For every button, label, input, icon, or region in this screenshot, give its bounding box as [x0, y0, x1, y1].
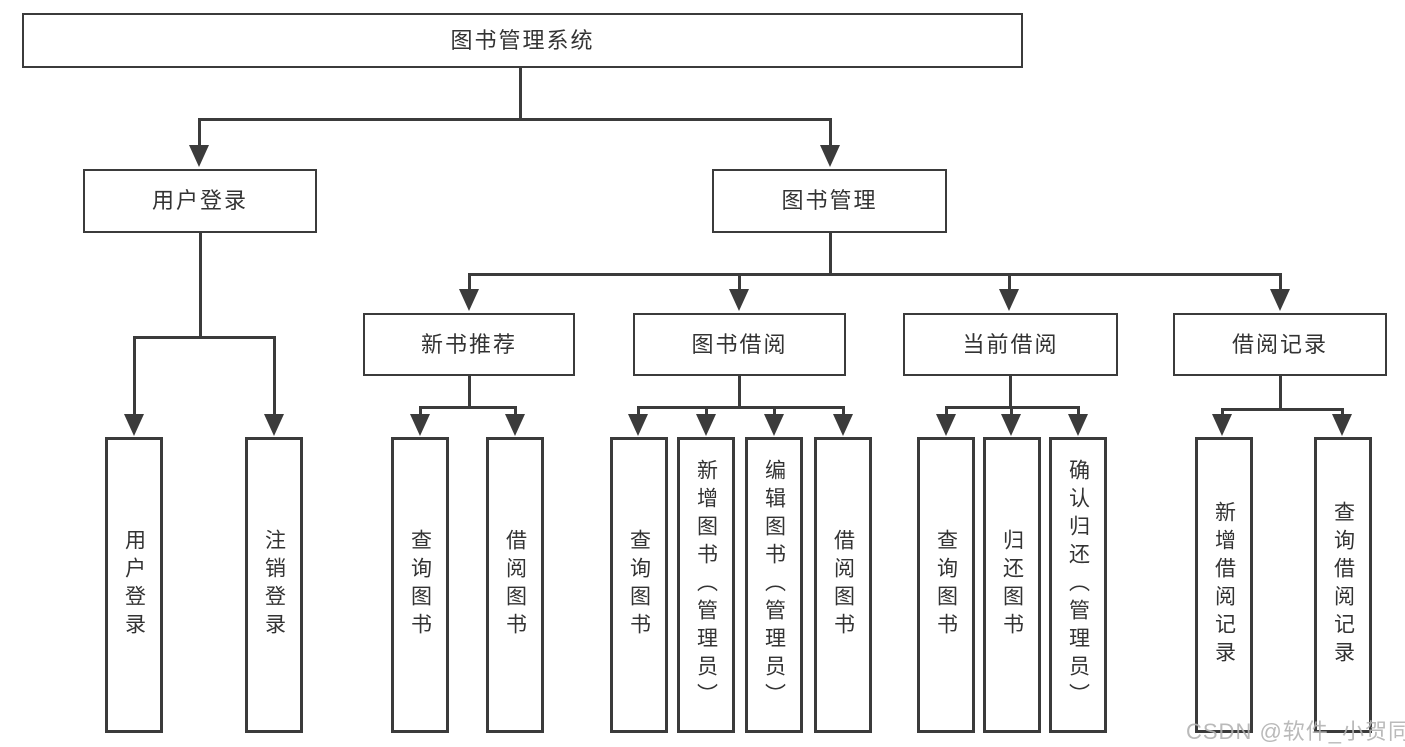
arrow-down-icon [764, 414, 784, 436]
node-query-books-borrow: 查询图书 [610, 437, 668, 733]
node-label-query-borrow-record: 查询借阅记录 [1331, 501, 1355, 669]
connector-drop-book-manage [1278, 274, 1282, 297]
connector-stem-book-borrow [737, 374, 741, 407]
node-label-query-books-borrow: 查询图书 [627, 529, 651, 641]
node-user-login-leaf: 用户登录 [105, 437, 163, 733]
node-label-borrow-records: 借阅记录 [1231, 331, 1328, 357]
arrow-down-icon [189, 145, 209, 167]
connector-drop-user-login [272, 337, 276, 422]
node-add-book-admin: 新增图书（管理员） [677, 437, 735, 733]
node-query-borrow-record: 查询借阅记录 [1314, 437, 1372, 733]
connector-bar-book-manage [467, 272, 1282, 276]
connector-drop-system-root [828, 119, 832, 153]
node-label-new-book-recommend: 新书推荐 [420, 331, 517, 357]
connector-stem-new-book-recommend [467, 374, 471, 407]
arrow-down-icon [1212, 414, 1232, 436]
node-label-current-borrow: 当前借阅 [962, 331, 1059, 357]
arrow-down-icon [729, 289, 749, 311]
arrow-down-icon [1270, 289, 1290, 311]
arrow-down-icon [1332, 414, 1352, 436]
arrow-down-icon [820, 145, 840, 167]
arrow-down-icon [936, 414, 956, 436]
node-label-return-book: 归还图书 [1000, 529, 1024, 641]
node-borrow-records: 借阅记录 [1173, 313, 1387, 376]
connector-bar-book-borrow [636, 405, 845, 409]
node-logout-leaf: 注销登录 [245, 437, 303, 733]
node-return-book: 归还图书 [983, 437, 1041, 733]
node-new-book-recommend: 新书推荐 [363, 313, 575, 376]
node-label-system-root: 图书管理系统 [450, 27, 595, 53]
node-label-query-books-recommend: 查询图书 [408, 529, 432, 641]
node-query-books-recommend: 查询图书 [391, 437, 449, 733]
arrow-down-icon [459, 289, 479, 311]
node-query-books-current: 查询图书 [917, 437, 975, 733]
node-current-borrow: 当前借阅 [903, 313, 1118, 376]
arrow-down-icon [1068, 414, 1088, 436]
connector-stem-book-manage [828, 231, 832, 274]
connector-bar-borrow-records [1220, 407, 1344, 411]
arrow-down-icon [833, 414, 853, 436]
connector-stem-system-root [518, 66, 522, 119]
arrow-down-icon [696, 414, 716, 436]
connector-bar-user-login [132, 335, 276, 339]
arrow-down-icon [999, 289, 1019, 311]
node-add-borrow-record: 新增借阅记录 [1195, 437, 1253, 733]
connector-bar-new-book-recommend [418, 405, 517, 409]
connector-drop-book-manage [1007, 274, 1011, 297]
node-label-logout-leaf: 注销登录 [262, 529, 286, 641]
node-book-manage: 图书管理 [712, 169, 947, 233]
connector-bar-system-root [197, 117, 832, 121]
connector-drop-book-manage [467, 274, 471, 297]
node-label-user-login-leaf: 用户登录 [122, 529, 146, 641]
node-borrow-books-borrow: 借阅图书 [814, 437, 872, 733]
node-borrow-books-recommend: 借阅图书 [486, 437, 544, 733]
connector-drop-user-login [132, 337, 136, 422]
connector-stem-current-borrow [1008, 374, 1012, 407]
node-label-add-book-admin: 新增图书（管理员） [694, 459, 718, 711]
node-book-borrow: 图书借阅 [633, 313, 846, 376]
csdn-watermark: CSDN @软件_小贺同学 [1186, 719, 1405, 744]
node-label-book-manage: 图书管理 [781, 188, 878, 213]
node-label-borrow-books-borrow: 借阅图书 [831, 529, 855, 641]
arrow-down-icon [628, 414, 648, 436]
connector-stem-borrow-records [1278, 374, 1282, 409]
arrow-down-icon [1001, 414, 1021, 436]
connector-drop-system-root [197, 119, 201, 153]
node-system-root: 图书管理系统 [22, 13, 1023, 68]
node-edit-book-admin: 编辑图书（管理员） [745, 437, 803, 733]
node-label-edit-book-admin: 编辑图书（管理员） [762, 459, 786, 711]
node-label-confirm-return-admin: 确认归还（管理员） [1066, 459, 1090, 711]
arrow-down-icon [124, 414, 144, 436]
node-confirm-return-admin: 确认归还（管理员） [1049, 437, 1107, 733]
arrow-down-icon [410, 414, 430, 436]
arrow-down-icon [505, 414, 525, 436]
node-label-query-books-current: 查询图书 [934, 529, 958, 641]
node-label-borrow-books-recommend: 借阅图书 [503, 529, 527, 641]
connector-drop-book-manage [737, 274, 741, 297]
arrow-down-icon [264, 414, 284, 436]
connector-stem-user-login [198, 231, 202, 337]
node-label-book-borrow: 图书借阅 [691, 331, 788, 357]
node-label-add-borrow-record: 新增借阅记录 [1212, 501, 1236, 669]
node-label-user-login: 用户登录 [151, 188, 248, 213]
node-user-login: 用户登录 [83, 169, 317, 233]
